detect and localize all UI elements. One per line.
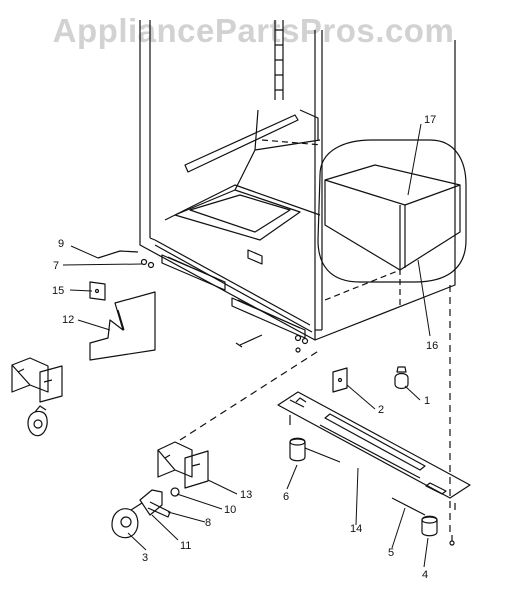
part-12-panel — [89, 291, 156, 361]
callout-7: 7 — [53, 260, 59, 272]
callout-6: 6 — [283, 491, 289, 503]
callout-17: 17 — [424, 114, 436, 126]
part-14-rail — [277, 391, 471, 510]
callout-12: 12 — [62, 314, 74, 326]
screw — [235, 334, 263, 348]
leveling-bracket-left — [11, 357, 63, 437]
callout-3: 3 — [142, 552, 148, 564]
callout-labels: 17 16 9 7 15 12 2 1 13 6 10 8 11 14 3 5 … — [52, 114, 438, 581]
part-15-plate — [89, 281, 106, 301]
callout-11: 11 — [180, 540, 191, 552]
callout-14: 14 — [350, 523, 362, 535]
callout-16: 16 — [426, 340, 438, 352]
cabinet-shell — [139, 20, 456, 535]
callout-10: 10 — [224, 504, 236, 516]
part-1-leg — [394, 366, 409, 390]
callout-5: 5 — [388, 547, 394, 559]
part-6-cylinder — [289, 437, 341, 463]
part-5-4 — [391, 497, 455, 546]
part-2-plate — [332, 367, 348, 393]
callout-15: 15 — [52, 285, 64, 297]
callout-4: 4 — [422, 569, 428, 581]
part-9-bracket — [97, 250, 139, 259]
fasteners-7 — [140, 258, 309, 353]
callout-2: 2 — [378, 404, 384, 416]
callout-8: 8 — [205, 517, 211, 529]
part-13-bracket — [157, 349, 321, 489]
callout-1: 1 — [424, 395, 430, 407]
caster-assembly — [111, 487, 180, 539]
callout-9: 9 — [58, 238, 64, 250]
drain-pan-assembly — [317, 139, 467, 283]
callout-13: 13 — [240, 489, 252, 501]
leader-lines — [62, 123, 431, 568]
watermark: AppliancePartsPros.com — [52, 12, 455, 49]
